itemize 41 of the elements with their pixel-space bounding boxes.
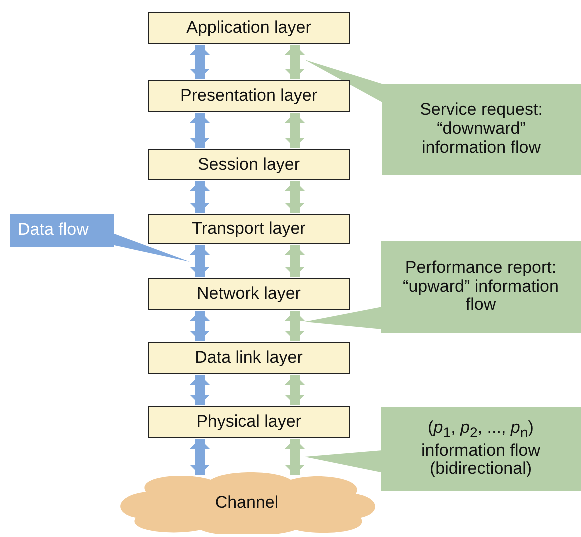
double-arrow (190, 181, 210, 213)
node-text: Transport layer (192, 219, 306, 239)
layer-box (148, 278, 350, 310)
callout-pointer (305, 450, 381, 473)
node-text: Data link layer (195, 348, 303, 368)
layer-box (148, 149, 350, 180)
callout-pointer (305, 307, 381, 330)
double-arrow (285, 181, 305, 213)
layer-box (148, 80, 350, 112)
double-arrow (190, 245, 210, 277)
double-arrow (285, 439, 305, 475)
double-arrow (285, 375, 305, 405)
node-text: Data flow (18, 221, 89, 240)
double-arrow (190, 45, 210, 79)
callout-pointer (114, 234, 190, 262)
node-text: Performance report: “upward” information flow (403, 258, 559, 316)
double-arrow (190, 113, 210, 148)
node-text: Presentation layer (180, 86, 318, 106)
double-arrow (285, 311, 305, 341)
callout-box (10, 214, 114, 247)
double-arrow (190, 375, 210, 405)
layer-box (148, 214, 350, 244)
double-arrow (285, 45, 305, 79)
node-text: Application layer (186, 18, 312, 38)
layer-box (148, 342, 350, 374)
layer-box (148, 406, 350, 438)
double-arrow (285, 245, 305, 277)
node-text: Network layer (197, 284, 301, 304)
node-text: (p$_{1}$, p$_{2}$, ..., p$_{n}$) information flow (bidirectional) (420, 418, 542, 480)
double-arrow (190, 311, 210, 341)
double-arrow (190, 439, 210, 475)
node-text: Session layer (198, 154, 300, 174)
node-text: Physical layer (196, 412, 302, 432)
layer-box (148, 12, 350, 44)
callout-box (381, 241, 581, 333)
callout-box (382, 84, 581, 175)
callout-pointer (305, 60, 382, 102)
double-arrow (285, 113, 305, 148)
node-text: Service request: “downward” information flow (420, 101, 543, 158)
node-text: Channel (215, 493, 279, 513)
callout-box (381, 407, 581, 491)
